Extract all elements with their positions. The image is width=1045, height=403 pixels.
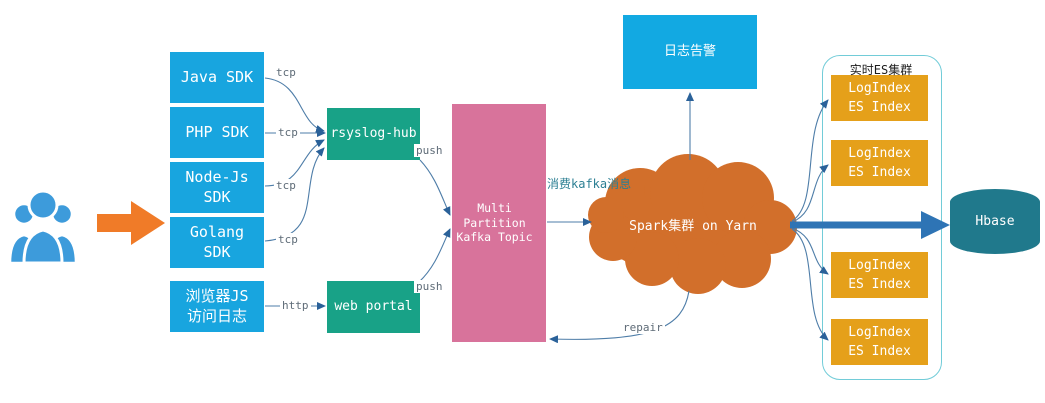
node-es-index-1-label: LogIndex ES Index	[848, 80, 911, 116]
node-rsyslog-hub-label: rsyslog-hub	[330, 125, 417, 141]
node-java-sdk-label: Java SDK	[180, 67, 254, 86]
edge-label-push-rsyslog: push	[414, 144, 445, 157]
node-es-index-3-label: LogIndex ES Index	[848, 257, 911, 293]
edge-label-push-portal: push	[414, 280, 445, 293]
node-hbase-label: Hbase	[975, 214, 1015, 229]
node-es-index-3: LogIndex ES Index	[831, 252, 928, 298]
node-web-portal-label: web portal	[334, 298, 413, 314]
node-es-index-4: LogIndex ES Index	[831, 319, 928, 365]
node-nodejs-sdk: Node-Js SDK	[170, 162, 264, 213]
edge-label-tcp-php: tcp	[276, 126, 300, 139]
node-es-index-1: LogIndex ES Index	[831, 75, 928, 121]
node-golang-sdk-label: Golang SDK	[189, 223, 245, 261]
node-spark-cluster-label: Spark集群 on Yarn	[629, 219, 757, 234]
edge-label-tcp-nodejs: tcp	[274, 179, 298, 192]
node-log-alert: 日志告警	[623, 15, 757, 89]
node-php-sdk-label: PHP SDK	[185, 122, 249, 141]
edge-golang-to-rsyslog	[264, 147, 325, 242]
es-cluster-title: 实时ES集群	[849, 63, 913, 77]
node-nodejs-sdk-label: Node-Js SDK	[185, 168, 249, 206]
node-kafka-topic: Multi Partition Kafka Topic	[452, 104, 546, 342]
edge-label-http: http	[280, 299, 311, 312]
node-browser-js-log-label: 浏览器JS 访问日志	[185, 287, 249, 325]
edge-label-repair: repair	[621, 321, 665, 334]
node-golang-sdk: Golang SDK	[170, 217, 264, 268]
ingest-arrow-icon	[97, 201, 165, 245]
node-rsyslog-hub: rsyslog-hub	[327, 108, 420, 160]
node-web-portal: web portal	[327, 281, 420, 333]
node-es-index-2-label: LogIndex ES Index	[848, 145, 911, 181]
node-log-alert-label: 日志告警	[663, 43, 716, 59]
edge-spark-repair-to-kafka	[549, 290, 690, 344]
edge-label-consume-kafka: 消费kafka消息	[547, 177, 632, 191]
node-kafka-topic-label: Multi Partition Kafka Topic	[456, 200, 533, 245]
edge-label-tcp-java: tcp	[274, 66, 298, 79]
node-php-sdk: PHP SDK	[170, 107, 264, 158]
node-browser-js-log: 浏览器JS 访问日志	[170, 281, 264, 332]
users-icon	[8, 189, 78, 265]
node-es-index-4-label: LogIndex ES Index	[848, 324, 911, 360]
edge-label-tcp-golang: tcp	[276, 233, 300, 246]
edge-java-to-rsyslog	[264, 77, 325, 133]
node-java-sdk: Java SDK	[170, 52, 264, 103]
node-es-index-2: LogIndex ES Index	[831, 140, 928, 186]
